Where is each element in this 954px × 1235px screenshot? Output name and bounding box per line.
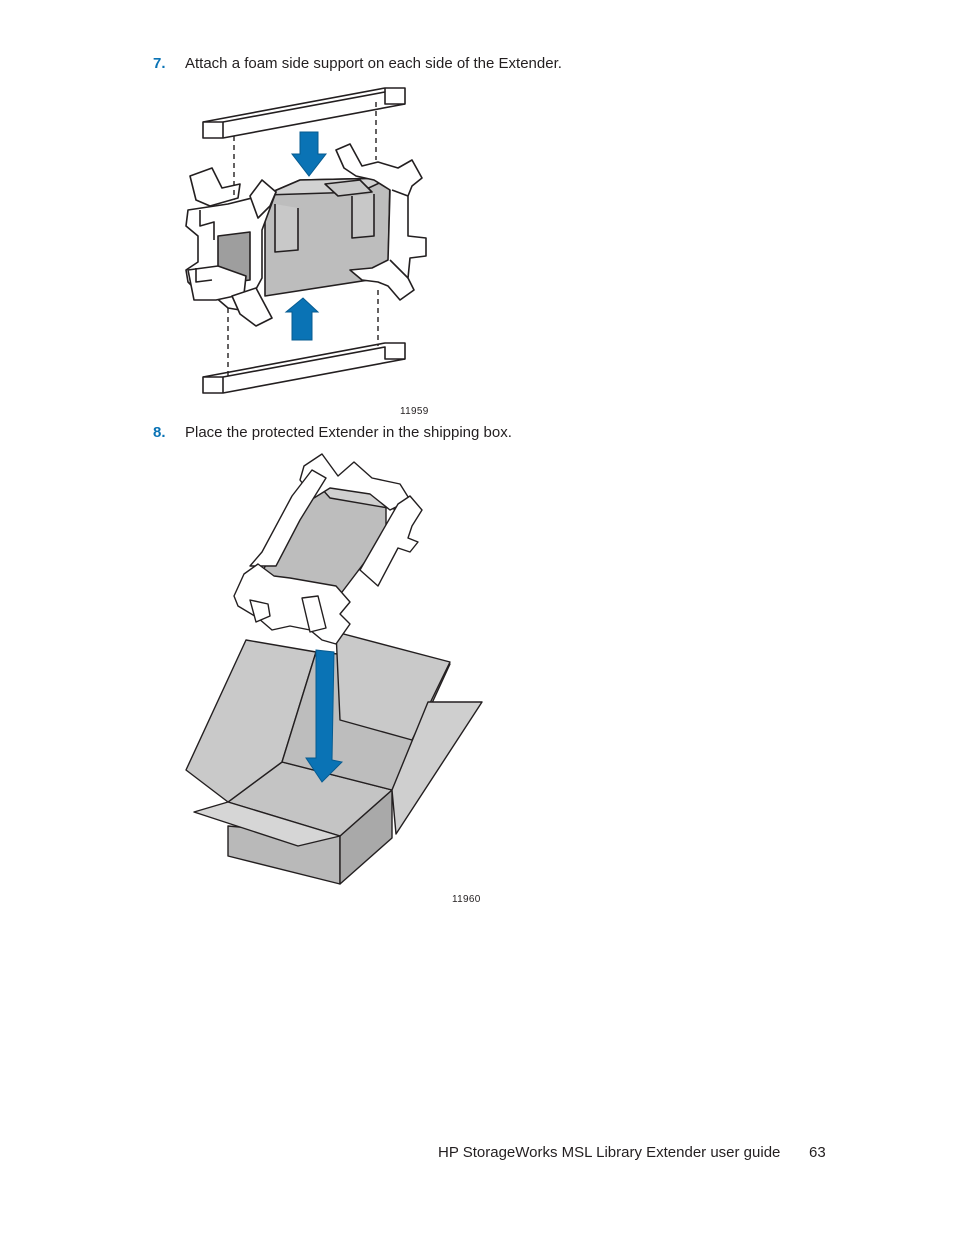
step-8: 8. Place the protected Extender in the sh… <box>153 424 512 442</box>
right-foam-support <box>335 143 427 301</box>
foam-side-supports-illustration <box>185 87 427 394</box>
bottom-foam-bar <box>202 342 406 394</box>
left-foam-support <box>185 167 277 327</box>
step-7: 7. Attach a foam side support on each sid… <box>153 55 562 73</box>
step-number: 7. <box>153 55 166 72</box>
footer-title: HP StorageWorks MSL Library Extender use… <box>438 1144 781 1161</box>
down-arrow-icon <box>290 131 328 177</box>
step-text: Attach a foam side support on each side … <box>185 55 562 72</box>
step-text: Place the protected Extender in the ship… <box>185 424 512 441</box>
extender-unit <box>264 177 391 297</box>
alignment-dashes <box>227 102 379 378</box>
up-arrow-icon <box>284 297 320 341</box>
page-number: 63 <box>809 1144 826 1161</box>
extender-with-foam <box>233 453 423 645</box>
down-arrow-icon <box>305 649 344 783</box>
figure-id: 11959 <box>400 406 429 417</box>
step-number: 8. <box>153 424 166 441</box>
figure-id: 11960 <box>452 894 481 905</box>
extender-into-box-illustration <box>185 453 483 885</box>
top-foam-bar <box>202 87 406 139</box>
